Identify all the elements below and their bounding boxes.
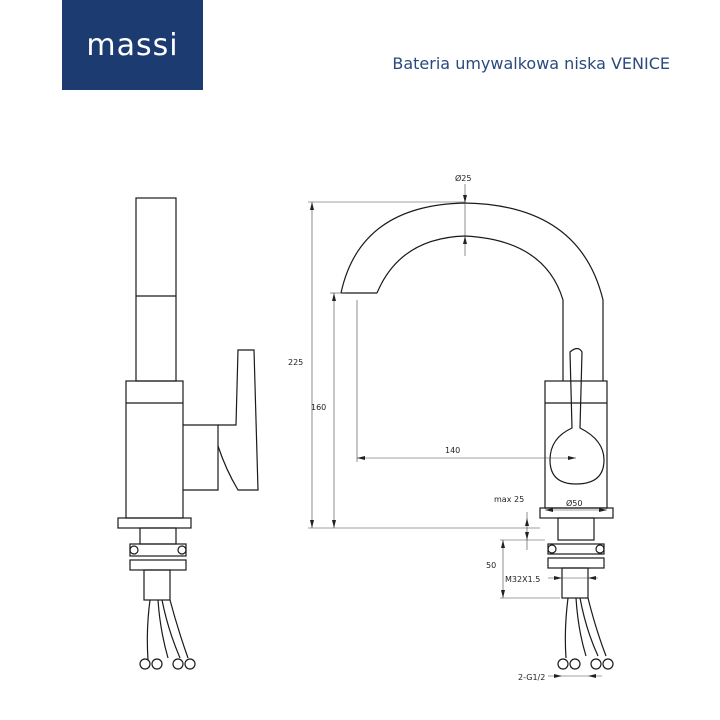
side-spout-column bbox=[135, 197, 177, 382]
label-body-diameter: Ø50 bbox=[566, 498, 582, 508]
side-hose-end bbox=[139, 658, 151, 670]
arrowhead bbox=[525, 518, 529, 526]
front-supply-hose bbox=[579, 597, 607, 657]
arrowhead bbox=[554, 674, 562, 678]
label-spout-diameter: Ø25 bbox=[455, 173, 471, 183]
arrowhead bbox=[588, 576, 596, 580]
label-stud-length: 50 bbox=[486, 561, 496, 570]
side-view bbox=[117, 197, 259, 670]
product-title: Bateria umywalkowa niska VENICE bbox=[392, 54, 670, 73]
front-body bbox=[544, 380, 608, 509]
arrowhead bbox=[332, 293, 336, 301]
front-hose-end bbox=[590, 658, 602, 670]
side-nut-bolt bbox=[129, 545, 139, 555]
arrowhead bbox=[545, 508, 553, 512]
arrowhead bbox=[568, 456, 576, 460]
arrowhead bbox=[588, 674, 596, 678]
arrowhead bbox=[332, 520, 336, 528]
side-stud bbox=[139, 527, 177, 545]
arrowhead bbox=[599, 508, 607, 512]
front-stud bbox=[557, 517, 595, 541]
front-nut-bolt bbox=[595, 544, 605, 554]
front-hose-end bbox=[569, 658, 581, 670]
arrowhead bbox=[554, 576, 562, 580]
side-handle-base bbox=[183, 424, 219, 491]
side-hose-end bbox=[172, 658, 184, 670]
dimension-lines bbox=[308, 184, 607, 677]
arrowhead bbox=[463, 195, 467, 203]
arrowhead bbox=[501, 540, 505, 548]
arrowhead bbox=[357, 456, 365, 460]
side-countertop-plate bbox=[117, 517, 192, 529]
side-supply-hose bbox=[161, 599, 189, 659]
front-view bbox=[340, 202, 614, 670]
label-max-countertop: max 25 bbox=[494, 495, 524, 504]
side-handle-lever bbox=[217, 349, 259, 491]
arrowhead bbox=[310, 202, 314, 210]
front-hose-end bbox=[557, 658, 569, 670]
front-stud-lower bbox=[561, 567, 589, 599]
label-supply-hoses: 2-G1/2 bbox=[518, 673, 545, 682]
arrowhead bbox=[463, 236, 467, 244]
side-stud-lower bbox=[143, 569, 171, 601]
front-nut-bolt bbox=[547, 544, 557, 554]
brand-logo: massi bbox=[62, 0, 203, 90]
arrowhead bbox=[525, 532, 529, 540]
spout-outer-curve bbox=[340, 202, 604, 381]
side-body bbox=[125, 380, 184, 519]
side-supply-hose bbox=[146, 599, 169, 661]
label-total-height: 225 bbox=[288, 358, 303, 367]
front-supply-hose bbox=[564, 597, 587, 659]
side-nut-bottom bbox=[129, 559, 187, 571]
label-spout-reach: 140 bbox=[445, 446, 460, 455]
label-thread: M32X1.5 bbox=[505, 575, 540, 584]
front-handle-lever bbox=[549, 347, 605, 485]
dimension-arrows bbox=[310, 195, 607, 678]
arrowhead bbox=[501, 590, 505, 598]
brand-logo-text: massi bbox=[86, 27, 179, 63]
front-nut-bottom bbox=[547, 557, 605, 569]
side-nut-bolt bbox=[177, 545, 187, 555]
arrowhead bbox=[310, 520, 314, 528]
label-spout-height: 160 bbox=[311, 403, 326, 412]
spout-inner-curve bbox=[376, 235, 564, 381]
side-hose-end bbox=[151, 658, 163, 670]
front-hose-end bbox=[602, 658, 614, 670]
side-hose-end bbox=[184, 658, 196, 670]
